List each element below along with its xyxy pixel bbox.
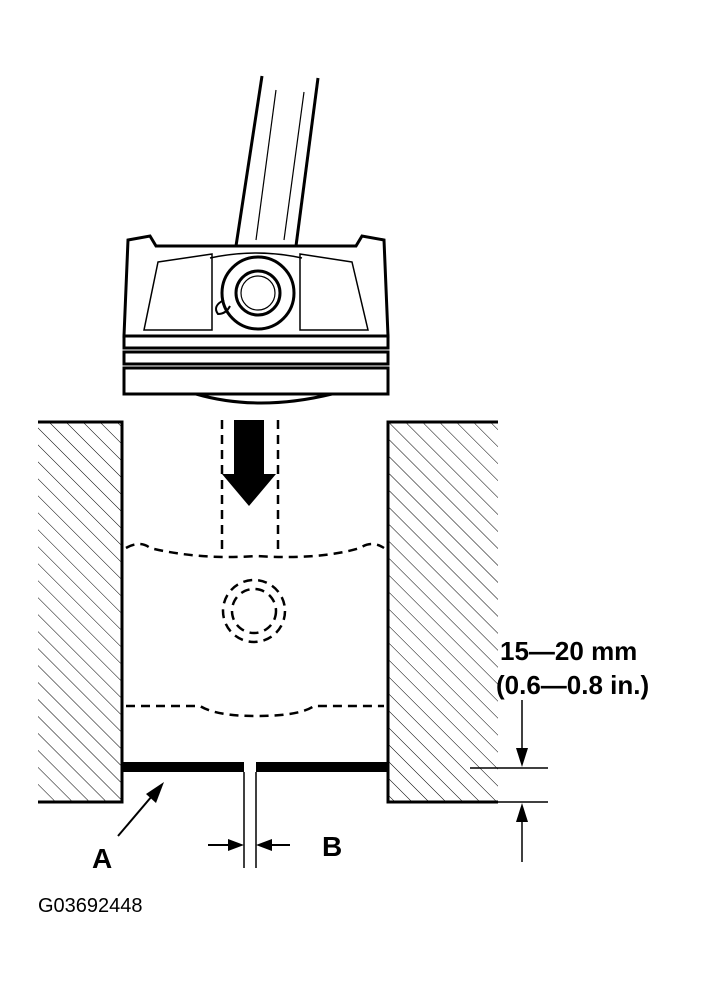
insert-direction-arrow	[222, 420, 276, 506]
piston	[122, 234, 390, 405]
depth-dimension	[470, 700, 548, 862]
callout-a-label: A	[92, 843, 112, 874]
cylinder-wall-left	[38, 420, 124, 804]
piston-pin	[215, 255, 296, 331]
dimension-metric-label: 15—20 mm	[500, 636, 637, 666]
callout-b-label: B	[322, 831, 342, 862]
callout-b-arrows	[208, 839, 290, 851]
piston-outline-dashed	[125, 420, 385, 718]
dimension-imperial-label: (0.6—0.8 in.)	[496, 670, 649, 700]
connecting-rod	[234, 75, 320, 247]
end-gap-lines	[243, 772, 257, 868]
cylinder-wall-right	[386, 420, 498, 804]
callout-a-leader	[117, 782, 164, 837]
figure-code: G03692448	[38, 895, 143, 917]
piston-ring	[122, 762, 388, 772]
